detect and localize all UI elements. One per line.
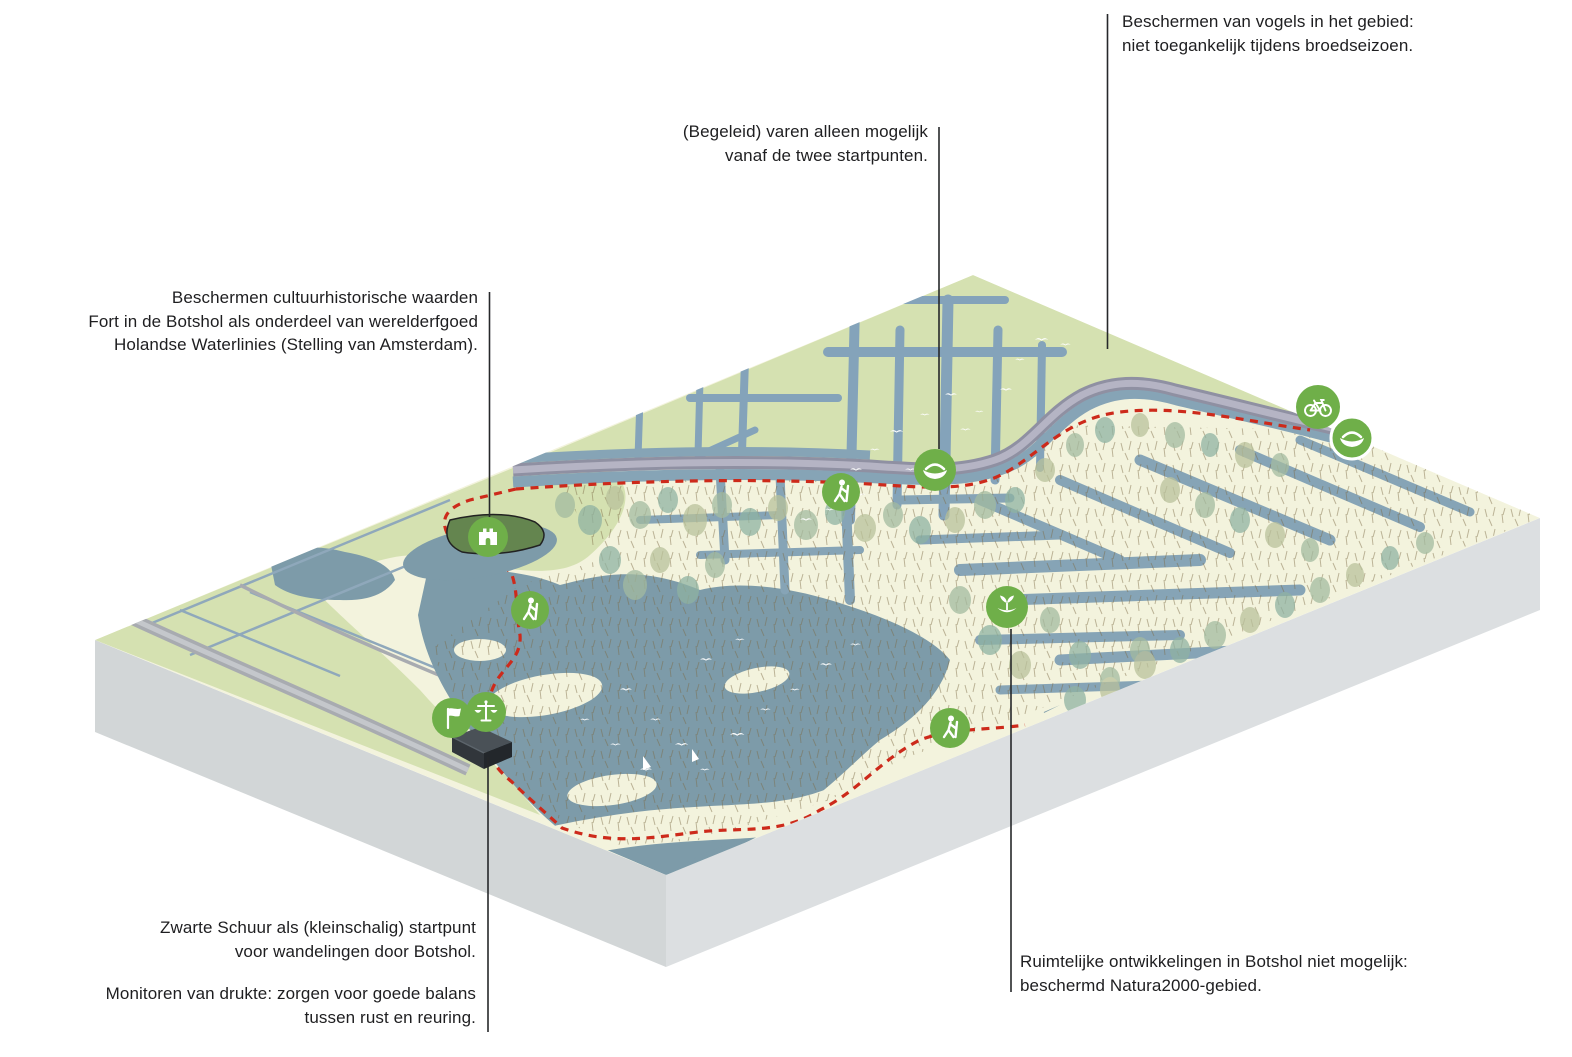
annotation-line: Fort in de Botshol als onderdeel van wer… <box>88 311 478 331</box>
zwarte-schuur-building <box>451 727 512 769</box>
plant-icon <box>986 586 1028 628</box>
annotation-natura2000: Ruimtelijke ontwikkelingen in Botshol ni… <box>1020 950 1408 997</box>
sailboats <box>643 749 699 770</box>
scales-icon <box>466 692 506 732</box>
trees <box>555 413 1434 714</box>
annotation-line: voor wandelingen door Botshol. <box>234 941 476 961</box>
map-top-face <box>95 275 1540 875</box>
annotation-boating: (Begeleid) varen alleen mogelijk vanaf d… <box>683 120 928 167</box>
hiker-icon-west <box>511 591 549 629</box>
hiker-icon-east <box>930 708 970 748</box>
annotation-line: vanaf de twee startpunten. <box>725 145 928 165</box>
annotation-monitoring: Monitoren van drukte: zorgen voor goede … <box>106 982 476 1029</box>
annotation-line: niet toegankelijk tijdens broedseizoen. <box>1122 35 1414 55</box>
slab-side-left <box>95 640 666 967</box>
annotation-line: tussen rust en reuring. <box>304 1007 476 1027</box>
boat-icon-center <box>914 449 956 491</box>
annotation-line: beschermd Natura2000-gebied. <box>1020 975 1262 995</box>
boat-icon-east <box>1329 415 1375 461</box>
annotation-line: (Begeleid) varen alleen mogelijk <box>682 122 928 141</box>
polder-north <box>513 275 1332 470</box>
annotation-zwarte-schuur: Zwarte Schuur als (kleinschalig) startpu… <box>160 916 476 963</box>
hiker-icon-center <box>822 473 860 511</box>
annotation-heritage: Beschermen cultuurhistorische waarden Fo… <box>88 286 478 357</box>
annotation-line: Beschermen van vogels in het gebied: <box>1122 12 1414 31</box>
annotation-line: Holandse Waterlinies (Stelling van Amste… <box>114 335 478 354</box>
main-road <box>512 376 1334 477</box>
slab-side-right <box>666 518 1540 967</box>
annotation-line: Beschermen cultuurhistorische waarden <box>171 288 478 307</box>
fort-icon <box>468 517 508 557</box>
flag-icon <box>432 698 472 738</box>
annotation-line: Ruimtelijke ontwikkelingen in Botshol ni… <box>1020 952 1408 971</box>
bike-icon <box>1296 385 1340 429</box>
walking-trail <box>442 408 1311 841</box>
annotation-line: Zwarte Schuur als (kleinschalig) startpu… <box>160 918 476 937</box>
map-icons <box>432 385 1375 748</box>
annotation-birds: Beschermen van vogels in het gebied: nie… <box>1122 10 1414 57</box>
annotation-line: Monitoren van drukte: zorgen voor goede … <box>105 984 476 1003</box>
